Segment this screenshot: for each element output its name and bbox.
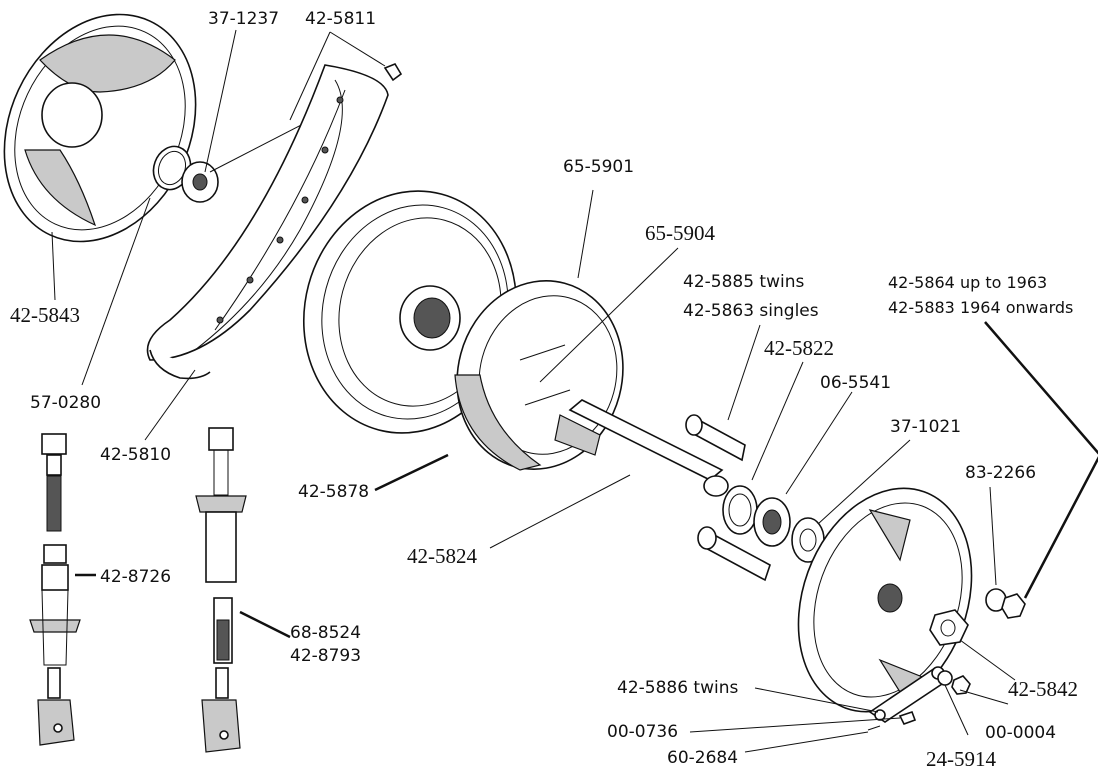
small-hardware: [867, 670, 971, 731]
label-42-5810: 42-5810: [100, 445, 171, 465]
cable-adjuster-left: [29, 433, 81, 746]
label-42-5878: 42-5878: [298, 482, 369, 502]
label-42-5824: 42-5824: [407, 544, 477, 568]
label-42-5885: 42-5885 twins: [683, 272, 805, 292]
axle-spindle: [554, 399, 729, 497]
hub-cover-plate: [3, 13, 197, 243]
label-37-1237: 37-1237: [208, 9, 279, 29]
label-83-2266: 83-2266: [965, 463, 1036, 483]
label-65-5901: 65-5901: [563, 157, 634, 177]
label-60-2684: 60-2684: [667, 748, 738, 768]
cable-adjuster-right: [195, 427, 247, 753]
brake-shoe-assembly: [454, 280, 624, 471]
label-42-5842: 42-5842: [1008, 677, 1078, 701]
valve: [383, 63, 403, 82]
washer-and-nut: [985, 588, 1026, 619]
label-57-0280: 57-0280: [30, 393, 101, 413]
label-24-5914: 24-5914: [926, 747, 996, 771]
label-42-5864: 42-5864 up to 1963: [888, 273, 1047, 292]
label-42-5886: 42-5886 twins: [617, 678, 739, 698]
label-42-5822: 42-5822: [764, 336, 834, 360]
cam-spindle: [697, 526, 771, 582]
label-42-5883: 42-5883 1964 onwards: [888, 298, 1073, 317]
label-42-5811: 42-5811: [305, 9, 376, 29]
label-06-5541: 06-5541: [820, 373, 891, 393]
thrust-washer: [791, 517, 825, 563]
leader-lines: [51, 29, 1098, 753]
oil-seal: [722, 485, 758, 535]
hub-nut: [929, 609, 969, 646]
spoke-washer: [181, 104, 341, 203]
rim-segment: [146, 64, 389, 380]
label-00-0004: 00-0004: [985, 723, 1056, 743]
label-42-5843: 42-5843: [10, 303, 80, 327]
label-65-5904: 65-5904: [645, 221, 715, 245]
label-68-8524: 68-8524: [290, 623, 361, 643]
label-37-1021: 37-1021: [890, 417, 961, 437]
pivot-bolt: [685, 414, 746, 462]
label-42-8726: 42-8726: [100, 567, 171, 587]
bearing: [753, 497, 791, 547]
label-00-0736: 00-0736: [607, 722, 678, 742]
label-42-8793: 42-8793: [290, 646, 361, 666]
brake-back-plate: [797, 487, 973, 713]
label-42-5863: 42-5863 singles: [683, 301, 819, 321]
